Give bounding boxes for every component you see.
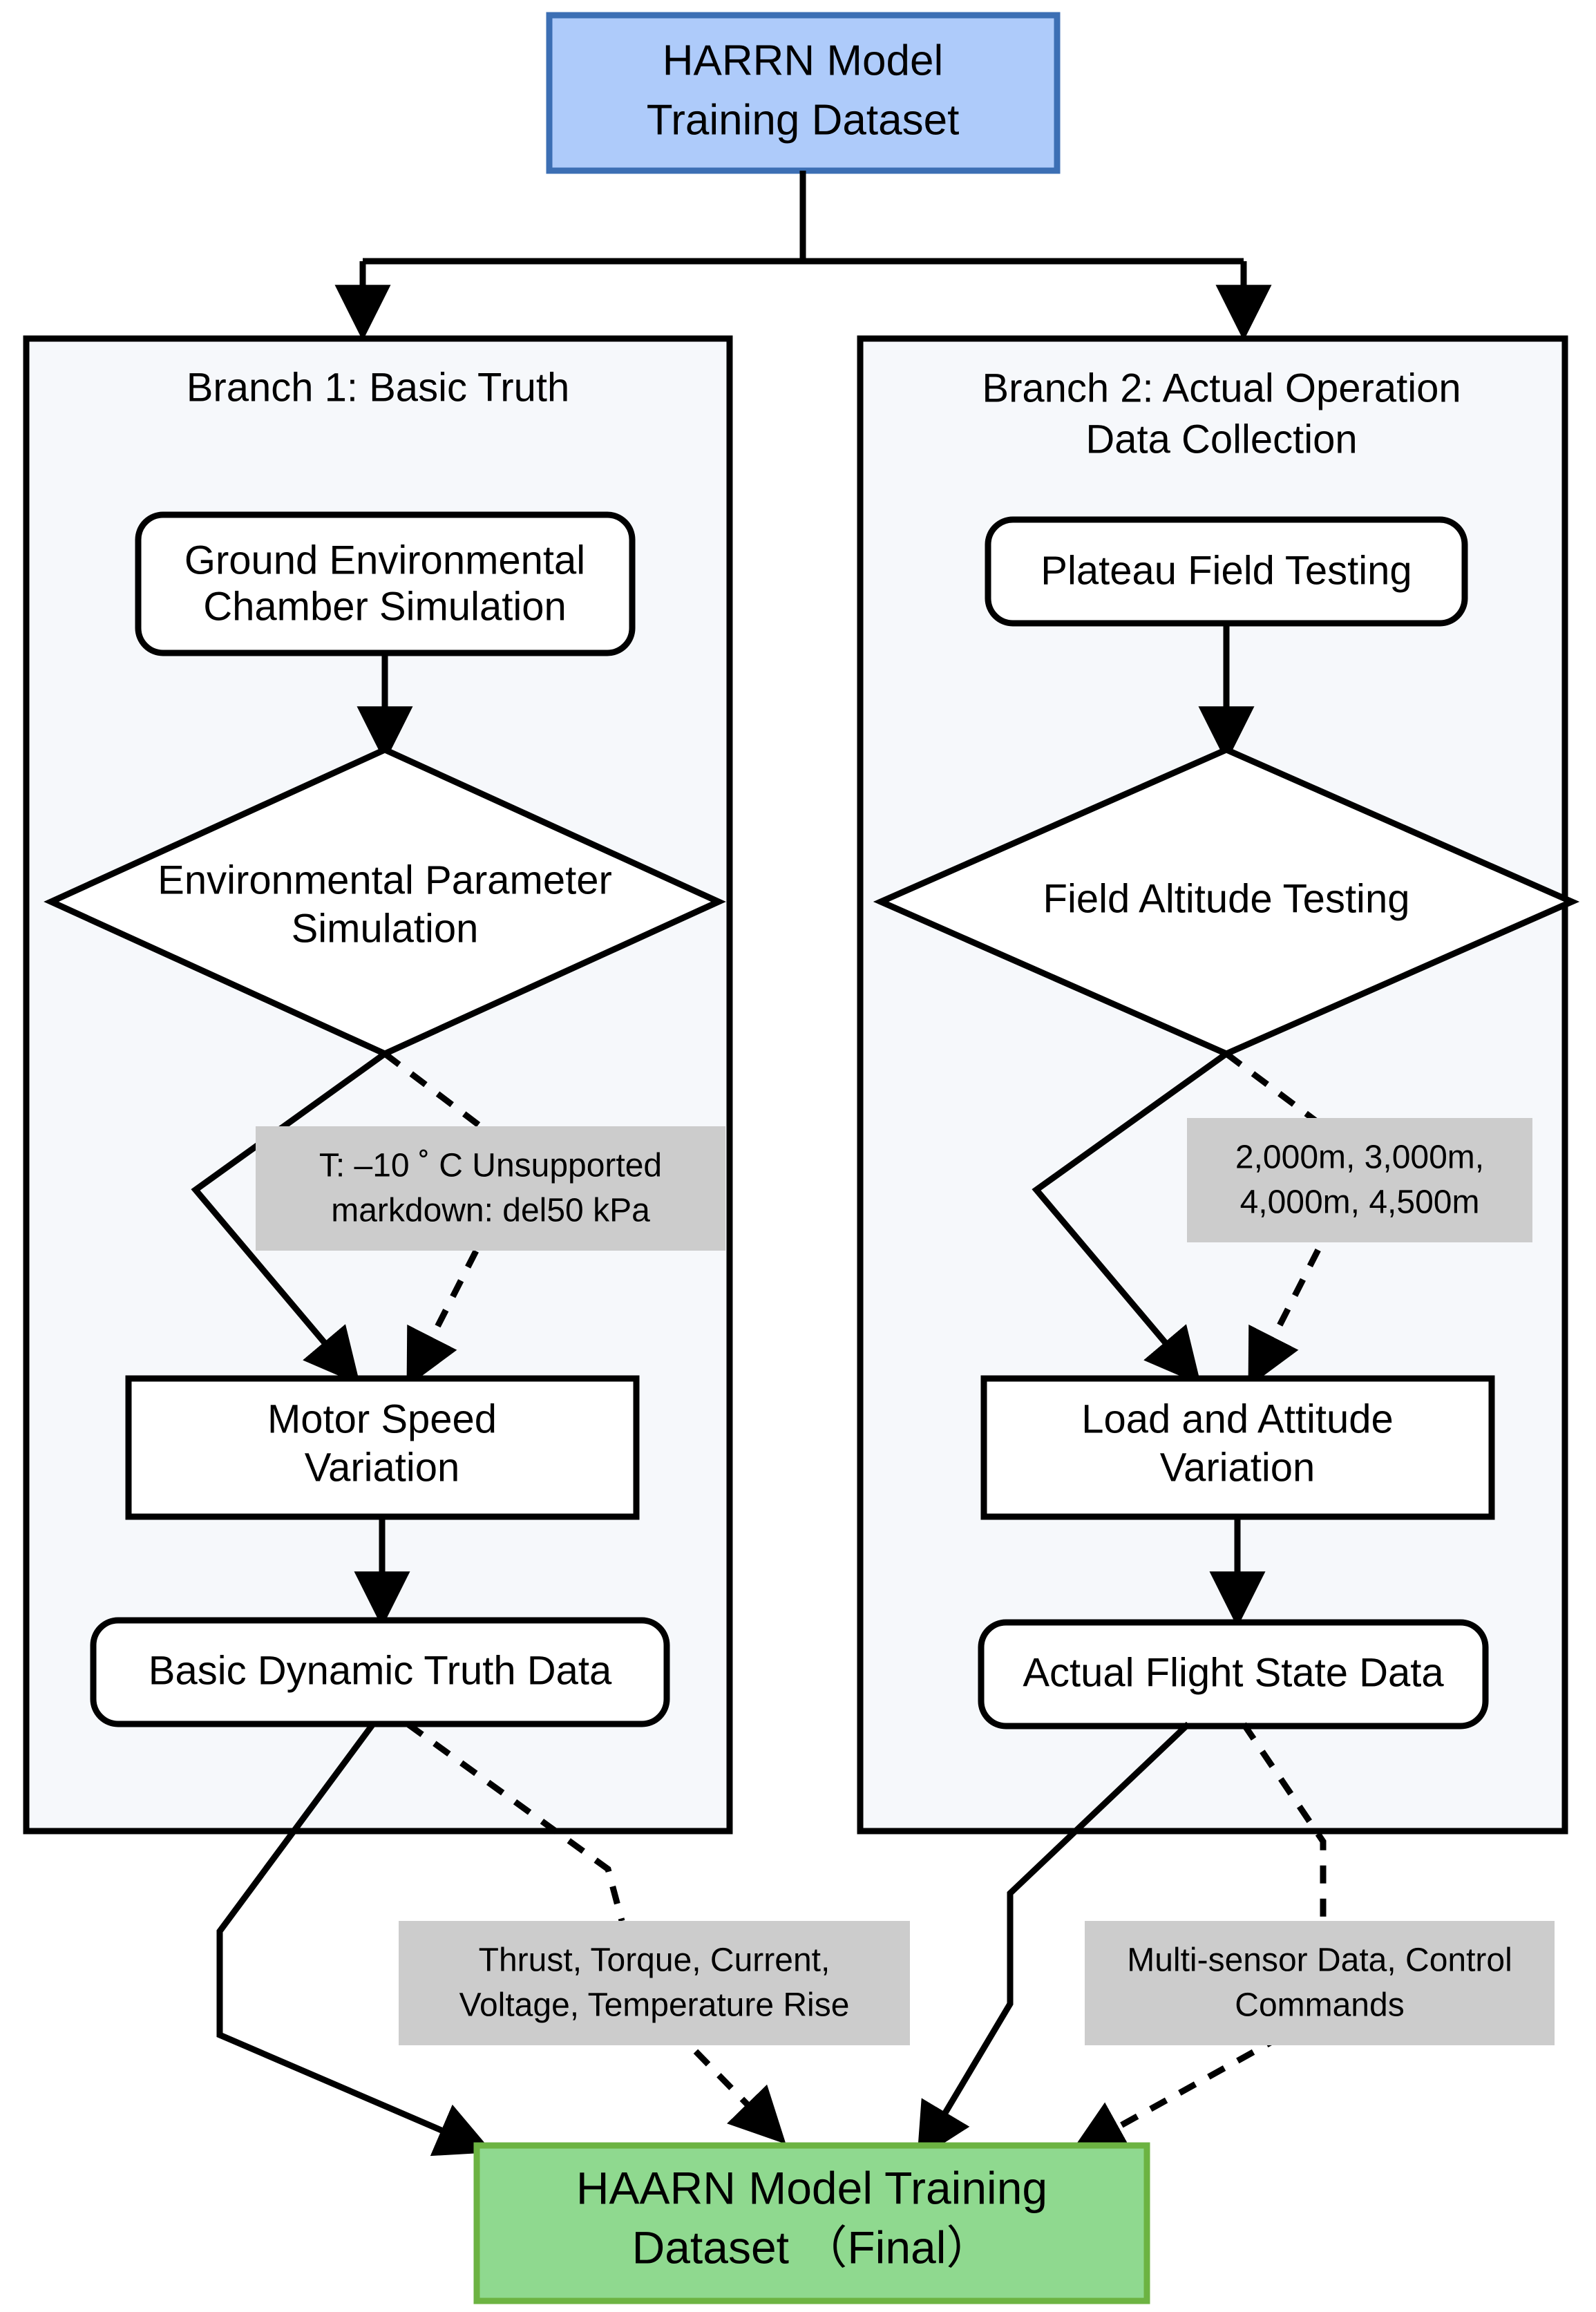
node-load-attitude[interactable]: Load and Attitude Variation (980, 1375, 1495, 1520)
altitude-label-line1: 2,000m, 3,000m, (1235, 1139, 1484, 1176)
final-node-label-line1: HAARN Model Training (576, 2162, 1047, 2213)
final-node-label-line2: Dataset （Final） (632, 2221, 992, 2273)
node-final-dataset[interactable]: HAARN Model Training Dataset （Final） (473, 2142, 1150, 2304)
plateau-testing-label: Plateau Field Testing (1041, 548, 1412, 593)
basic-truth-data-shape (90, 1617, 670, 1727)
edge-split-connector (334, 171, 1272, 341)
edge-signals-label-to-final (647, 2001, 786, 2145)
flight-state-data-label: Actual Flight State Data (1023, 1650, 1444, 1695)
title-node-label-line1: HARRN Model (663, 37, 944, 84)
altitude-label-line2: 4,000m, 4,500m (1240, 1184, 1480, 1221)
node-flight-state-data[interactable]: Actual Flight State Data (978, 1619, 1489, 1730)
label-temp-pressure: T: –10 ˚ C Unsupported markdown: del50 k… (256, 1126, 725, 1251)
label-altitude-values: 2,000m, 3,000m, 4,000m, 4,500m (1187, 1118, 1532, 1242)
node-basic-truth-data[interactable]: Basic Dynamic Truth Data (90, 1617, 670, 1727)
title-node-shape (546, 12, 1061, 174)
edge-truthdata-to-final (216, 1722, 493, 2157)
node-env-parameter[interactable]: Environmental Parameter Simulation (44, 746, 726, 1057)
basic-truth-data-label: Basic Dynamic Truth Data (149, 1648, 612, 1693)
label-sensor-signals: Multi-sensor Data, Control Commands (1085, 1921, 1555, 2045)
load-attitude-shape (980, 1375, 1495, 1520)
altitude-label-box (1187, 1118, 1532, 1242)
temp-pressure-label-box (256, 1126, 725, 1251)
edge-envparam-to-motor-solid (191, 1051, 387, 1385)
motor-speed-label-line1: Motor Speed (267, 1396, 497, 1441)
load-attitude-label-line2: Variation (1160, 1445, 1315, 1490)
edge-altitude-to-load-solid (1032, 1051, 1228, 1385)
node-harrn-training-dataset[interactable]: HARRN Model Training Dataset (546, 12, 1061, 174)
truth-signals-label-line2: Voltage, Temperature Rise (459, 1987, 850, 2024)
temp-pressure-label-line2: markdown: del50 kPa (331, 1193, 650, 1229)
temp-pressure-label-line1: T: –10 ˚ C Unsupported (319, 1148, 662, 1184)
ground-chamber-label-line2: Chamber Simulation (203, 584, 566, 629)
sensor-signals-label-line2: Commands (1235, 1987, 1404, 2024)
truth-signals-label-box (399, 1921, 910, 2045)
branch-1-title: Branch 1: Basic Truth (187, 365, 569, 410)
env-parameter-label-line1: Environmental Parameter (158, 857, 612, 902)
ground-chamber-label-line1: Ground Environmental (184, 538, 585, 582)
label-truth-signals: Thrust, Torque, Current, Voltage, Temper… (399, 1921, 910, 2045)
node-field-altitude[interactable]: Field Altitude Testing (873, 746, 1580, 1057)
branch-2-title-line2: Data Collection (1085, 417, 1357, 462)
load-attitude-label-line1: Load and Attitude (1081, 1396, 1394, 1441)
truth-signals-label-line1: Thrust, Torque, Current, (479, 1942, 830, 1979)
field-altitude-label: Field Altitude Testing (1043, 876, 1410, 921)
sensor-signals-label-box (1085, 1921, 1555, 2045)
edge-truthdata-to-signals-label (406, 1721, 625, 1922)
title-node-label-line2: Training Dataset (647, 96, 960, 144)
node-motor-speed[interactable]: Motor Speed Variation (125, 1375, 640, 1520)
final-node-shape (473, 2142, 1150, 2304)
motor-speed-label-line2: Variation (305, 1445, 460, 1490)
flight-state-data-shape (978, 1619, 1489, 1730)
env-parameter-label-line2: Simulation (292, 906, 479, 951)
sensor-signals-label-line1: Multi-sensor Data, Control (1127, 1942, 1512, 1979)
edge-flightdata-to-final (917, 1721, 1191, 2161)
branch-2-title-line1: Branch 2: Actual Operation (982, 366, 1461, 410)
edge-flightdata-to-sensor-label (1241, 1722, 1327, 1921)
node-plateau-testing[interactable]: Plateau Field Testing (985, 516, 1468, 627)
node-ground-chamber[interactable]: Ground Environmental Chamber Simulation (135, 511, 636, 656)
